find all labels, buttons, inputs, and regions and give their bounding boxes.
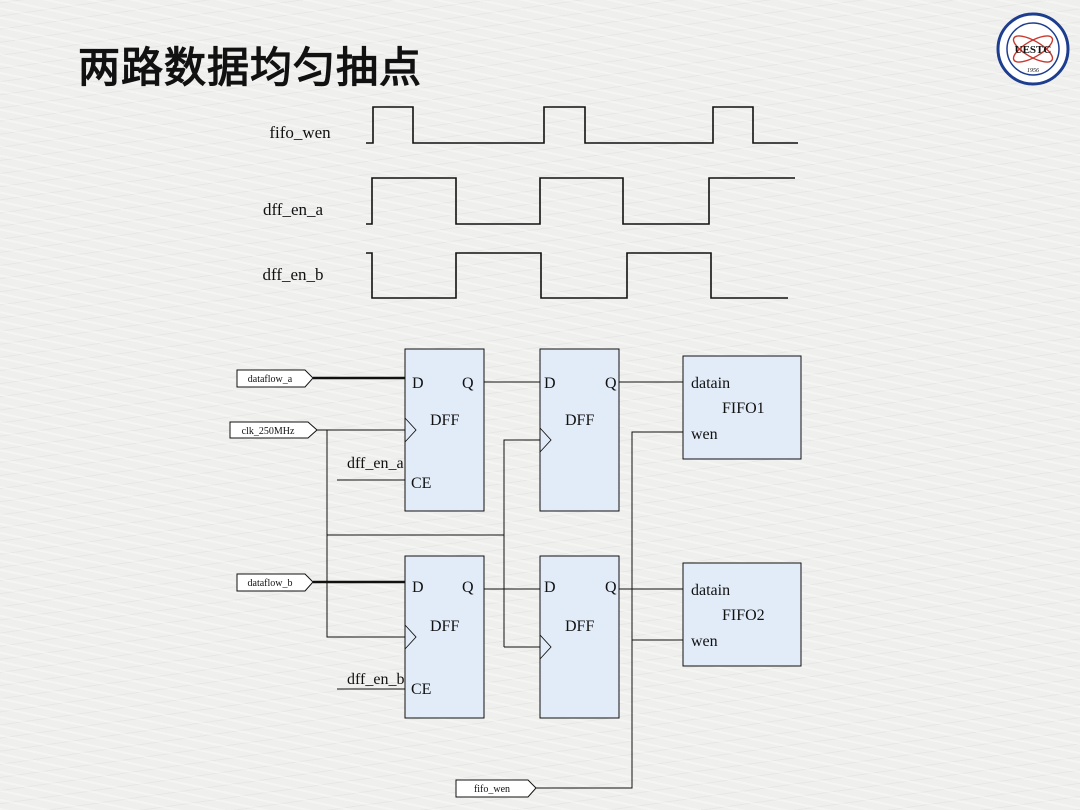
enable-label-a: dff_en_a xyxy=(347,455,404,472)
university-seal-icon: UESTC 1956 xyxy=(996,12,1070,86)
port-clk-250mhz xyxy=(229,421,318,439)
logo-year: 1956 xyxy=(1027,68,1039,74)
fifo2-name: FIFO2 xyxy=(722,607,765,624)
fifo2-block xyxy=(682,562,802,667)
dff-b2-name: DFF xyxy=(565,618,594,635)
clk-marker-a2 xyxy=(539,427,552,453)
wire-clk-trunk xyxy=(326,430,405,638)
dff-a1-ce: CE xyxy=(411,475,431,492)
dff-a1-q: Q xyxy=(462,375,474,392)
dff-b1-d: D xyxy=(412,579,424,596)
enable-label-b: dff_en_b xyxy=(347,671,404,688)
dff-b1-ce: CE xyxy=(411,681,431,698)
dff-b2-d: D xyxy=(544,579,556,596)
port-dataflow-a xyxy=(236,369,314,388)
fifo-wen-waveform xyxy=(366,106,798,144)
port-label-fifo-wen: fifo_wen xyxy=(474,784,510,795)
port-dataflow-b xyxy=(236,573,314,592)
logo-text: UESTC xyxy=(1015,44,1052,56)
fifo2-datain: datain xyxy=(691,582,730,599)
wire-fifo-wen xyxy=(536,431,683,789)
dff-b1-q: Q xyxy=(462,579,474,596)
dff-a2-block xyxy=(539,348,620,512)
dff-a2-q: Q xyxy=(605,375,617,392)
dff-b1-block xyxy=(404,555,485,719)
dff-en-b-waveform xyxy=(366,252,788,299)
dff-a2-name: DFF xyxy=(565,412,594,429)
dff-a1-name: DFF xyxy=(430,412,459,429)
fifo2-wen: wen xyxy=(691,633,718,650)
dff-en-a-waveform xyxy=(366,177,795,225)
timing-label-dff-en-b: dff_en_b xyxy=(262,265,323,284)
fifo1-block xyxy=(682,355,802,460)
timing-label-dff-en-a: dff_en_a xyxy=(263,200,324,219)
fifo1-wen: wen xyxy=(691,426,718,443)
dff-b1-name: DFF xyxy=(430,618,459,635)
page-title: 两路数据均匀抽点 xyxy=(78,43,423,92)
fifo1-datain: datain xyxy=(691,375,730,392)
port-fifo-wen xyxy=(455,779,537,798)
dff-a1-block xyxy=(404,348,485,512)
port-label-clk: clk_250MHz xyxy=(242,426,295,437)
timing-label-fifo-wen: fifo_wen xyxy=(269,123,331,142)
port-label-dataflow-a: dataflow_a xyxy=(248,374,293,385)
fifo1-name: FIFO1 xyxy=(722,400,765,417)
dff-a2-d: D xyxy=(544,375,556,392)
clk-marker-a1 xyxy=(404,417,417,443)
dff-b2-q: Q xyxy=(605,579,617,596)
port-label-dataflow-b: dataflow_b xyxy=(248,578,293,589)
wire-clk-a2 xyxy=(503,439,540,647)
clk-marker-b1 xyxy=(404,624,417,650)
dff-b2-block xyxy=(539,555,620,719)
dff-a1-d: D xyxy=(412,375,424,392)
clk-marker-b2 xyxy=(539,634,552,660)
